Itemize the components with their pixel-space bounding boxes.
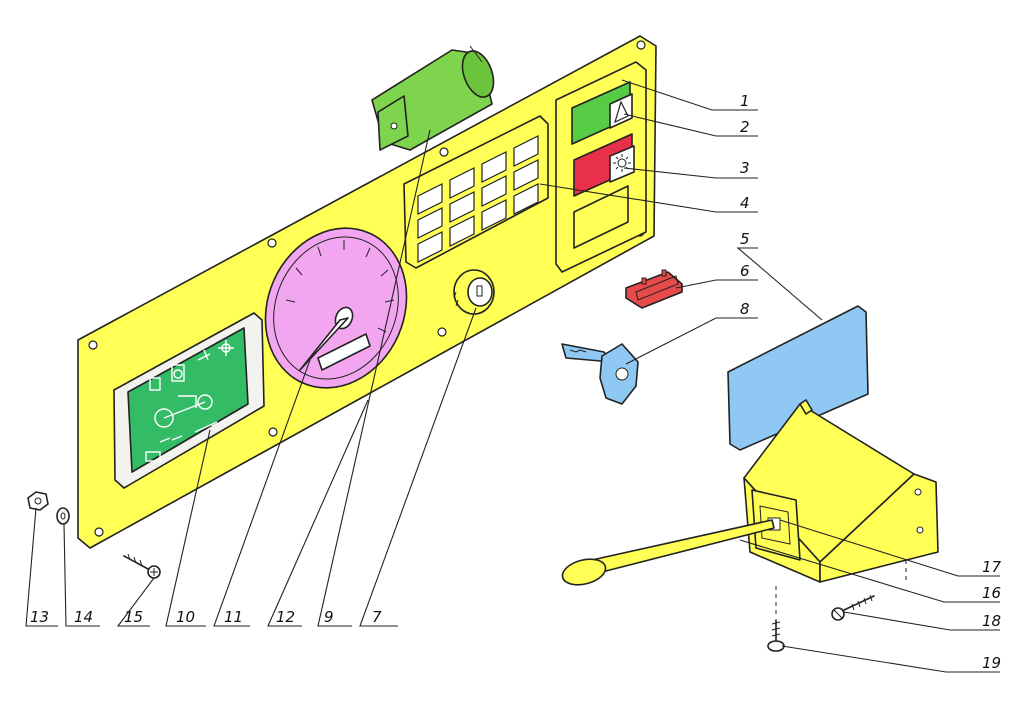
callout-16: 16 — [982, 584, 1001, 602]
callout-2: 2 — [740, 118, 750, 136]
callout-3: 3 — [740, 159, 750, 177]
callout-8: 8 — [740, 300, 750, 318]
hazard-triangle-icon — [614, 100, 629, 124]
indicator-symbols — [145, 340, 234, 462]
callout-12: 12 — [276, 608, 295, 626]
rocker-switch-housing — [555, 61, 647, 273]
callout-17: 17 — [982, 558, 1002, 576]
callout-13: 13 — [30, 608, 49, 626]
callout-10: 10 — [176, 608, 195, 626]
gauge-needle — [299, 317, 349, 371]
callout-11: 11 — [224, 608, 243, 626]
nut — [27, 491, 49, 511]
fuse — [625, 269, 683, 309]
callout-15: 15 — [124, 608, 143, 626]
speedometer-gauge — [264, 227, 408, 389]
callout-labels: 1 2 3 4 5 6 8 17 16 18 19 13 14 15 10 11… — [30, 92, 1002, 672]
mounting-screw — [767, 619, 785, 652]
light-switch-symbol-plate — [609, 145, 635, 183]
lamp-icon — [613, 154, 631, 172]
callout-9: 9 — [324, 608, 334, 626]
callout-1: 1 — [740, 92, 750, 110]
washer — [56, 507, 70, 525]
leader-lines — [25, 79, 1000, 673]
callout-4: 4 — [740, 194, 750, 212]
assembly-guide-lines — [775, 560, 907, 616]
ignition-switch — [453, 269, 495, 315]
self-tapping-screw — [831, 594, 875, 621]
callout-18: 18 — [982, 612, 1001, 630]
callout-6: 6 — [740, 262, 750, 280]
ignition-key — [561, 343, 639, 405]
callout-5: 5 — [740, 230, 750, 248]
cover-plate — [727, 305, 869, 451]
odometer-window — [317, 333, 371, 371]
panel-screw — [123, 553, 161, 579]
switch-block — [403, 115, 549, 269]
indicator-lamp-panel — [113, 312, 265, 489]
warning-lamp-block — [371, 45, 495, 151]
switch-grid-cells — [417, 135, 539, 263]
callout-14: 14 — [74, 608, 93, 626]
callout-19: 19 — [982, 654, 1001, 672]
switch-lever — [561, 519, 775, 586]
callout-7: 7 — [372, 608, 382, 626]
